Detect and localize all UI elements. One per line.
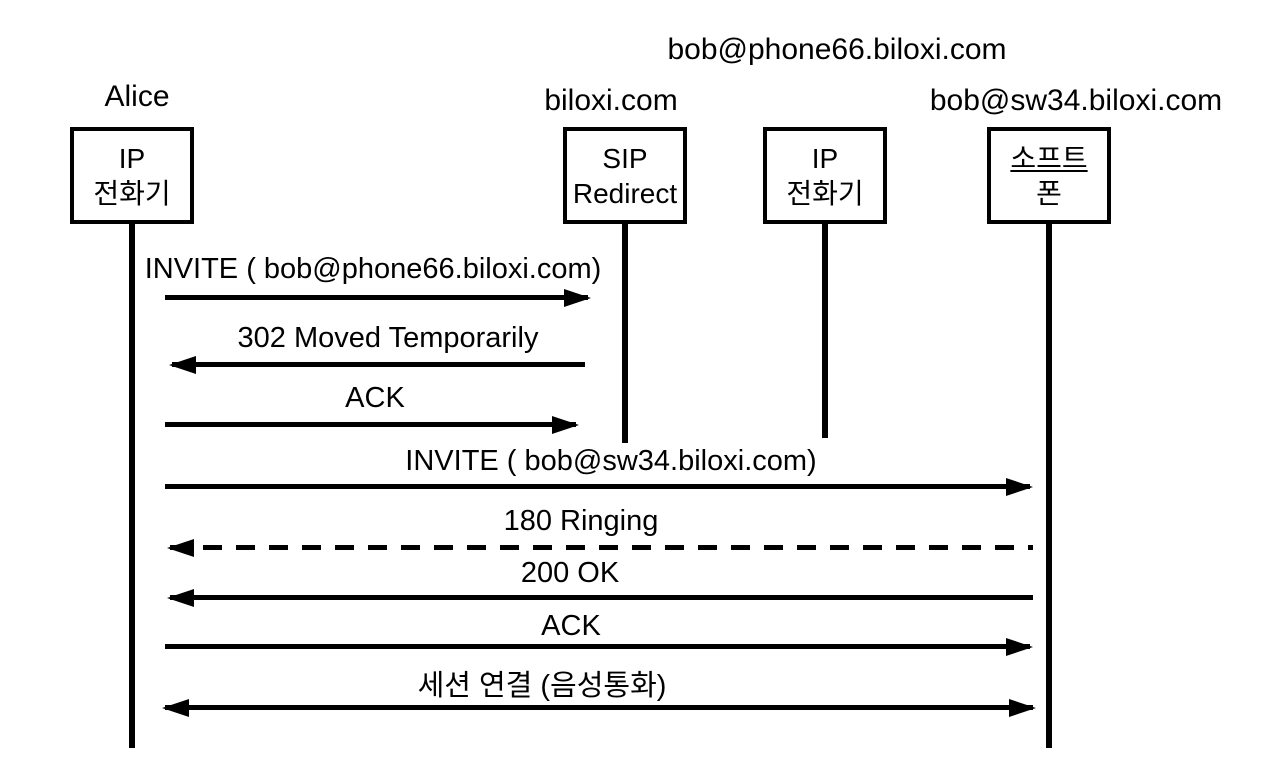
message-arrow-ack-2: [163, 638, 1033, 656]
message-label-session-connected: 세션 연결 (음성통화): [417, 670, 667, 702]
actor-box-biloxi: SIP Redirect: [563, 127, 687, 224]
arrowhead-right-icon: [1006, 638, 1033, 656]
message-arrow-180-ringing: [167, 539, 1035, 557]
message-label-ack-2: ACK: [541, 610, 601, 642]
actor-label-sw34: bob@sw34.biloxi.com: [929, 84, 1223, 117]
actor-box-phone66-line2: 전화기: [786, 177, 864, 209]
actor-box-alice-line1: IP: [118, 142, 146, 174]
message-label-180-ringing: 180 Ringing: [503, 505, 659, 537]
message-label-invite-phone66: INVITE ( bob@phone66.biloxi.com): [144, 253, 602, 285]
message-label-200-ok: 200 OK: [520, 557, 620, 589]
message-arrow-ack-1: [163, 416, 579, 434]
message-label-invite-sw34: INVITE ( bob@sw34.biloxi.com): [405, 445, 817, 477]
lifeline-biloxi: [622, 224, 628, 443]
actor-box-biloxi-line1: SIP: [602, 142, 648, 174]
arrowhead-right-icon: [1006, 478, 1033, 496]
arrow-line-dashed: [170, 545, 1033, 550]
message-arrow-invite-sw34: [163, 478, 1033, 496]
actor-box-sw34-line1: 소프트: [1010, 142, 1088, 174]
actor-box-sw34-line2: 폰: [1036, 177, 1062, 209]
actor-box-alice: IP 전화기: [70, 127, 194, 224]
arrow-line: [165, 484, 1030, 489]
actor-box-phone66-line1: IP: [811, 142, 839, 174]
actor-label-biloxi: biloxi.com: [544, 84, 678, 117]
message-label-302-moved: 302 Moved Temporarily: [237, 322, 539, 354]
lifeline-alice: [129, 224, 135, 748]
arrow-line: [172, 362, 585, 367]
arrowhead-right-icon: [564, 289, 591, 307]
actor-box-alice-line2: 전화기: [93, 177, 171, 209]
actor-box-biloxi-line2: Redirect: [572, 177, 678, 209]
message-arrow-invite-phone66: [163, 289, 591, 307]
arrow-line: [165, 644, 1030, 649]
actor-label-phone66: bob@phone66.biloxi.com: [667, 33, 1007, 66]
arrowhead-right-icon: [1009, 699, 1036, 717]
arrow-line: [165, 422, 576, 427]
arrow-line: [165, 295, 588, 300]
arrowhead-left-icon: [167, 539, 194, 557]
message-label-ack-1: ACK: [345, 382, 405, 414]
arrowhead-right-icon: [552, 416, 579, 434]
arrowhead-left-icon: [162, 699, 189, 717]
arrow-line: [165, 705, 1033, 710]
message-arrow-session-connected: [162, 699, 1036, 717]
message-arrow-200-ok: [167, 589, 1035, 607]
arrowhead-left-icon: [167, 589, 194, 607]
lifeline-phone66: [822, 224, 828, 438]
actor-box-sw34: 소프트 폰: [987, 127, 1111, 224]
actor-label-alice: Alice: [104, 80, 170, 113]
arrowhead-left-icon: [169, 356, 196, 374]
arrow-line: [170, 595, 1033, 600]
actor-box-phone66: IP 전화기: [763, 127, 887, 224]
message-arrow-302-moved: [169, 356, 587, 374]
lifeline-sw34: [1046, 224, 1052, 748]
